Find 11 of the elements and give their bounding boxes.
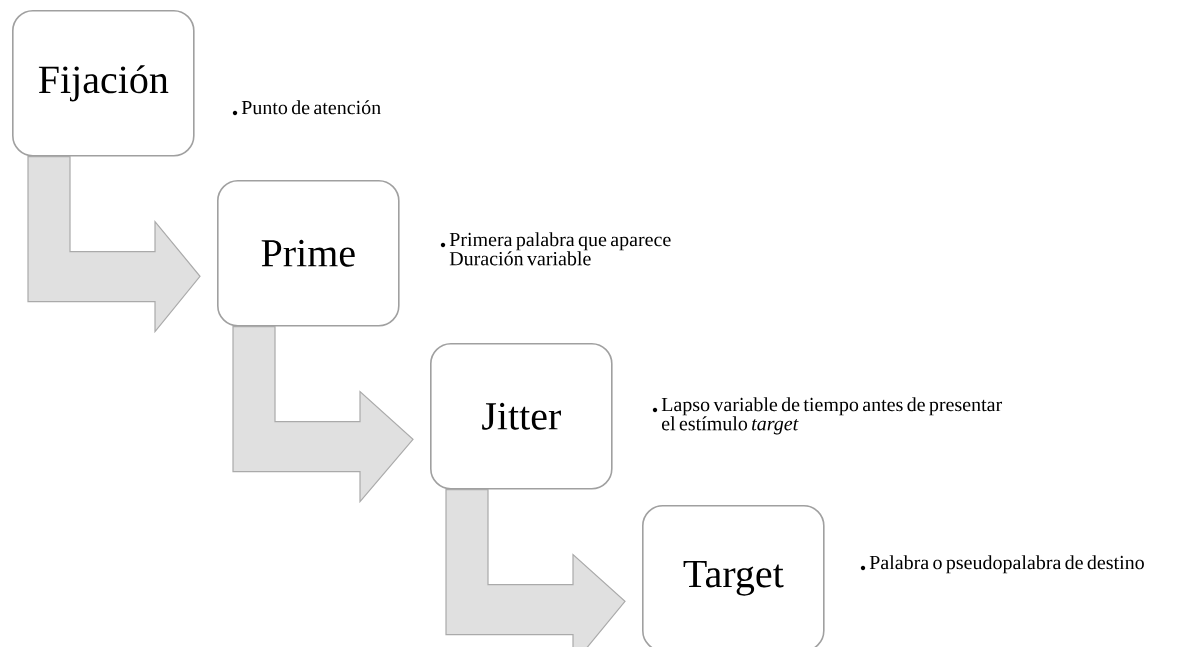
process-box: Jitter: [430, 343, 613, 490]
process-box: Fijación: [12, 10, 195, 157]
process-box: Target: [642, 505, 825, 647]
bent-arrow: [445, 489, 626, 647]
bullet-text: Primera palabra que aparece Duración variable: [449, 232, 671, 266]
bullet-text: Lapso variable de tiempo antes de presentar el estímulo target: [661, 397, 1002, 435]
bent-arrow: [232, 326, 414, 504]
process-box: Prime: [217, 180, 400, 327]
bullet-text: Punto de atención: [241, 100, 381, 115]
bent-arrow: [27, 156, 201, 334]
bullet-text: Palabra o pseudopalabra de destino: [869, 555, 1144, 574]
